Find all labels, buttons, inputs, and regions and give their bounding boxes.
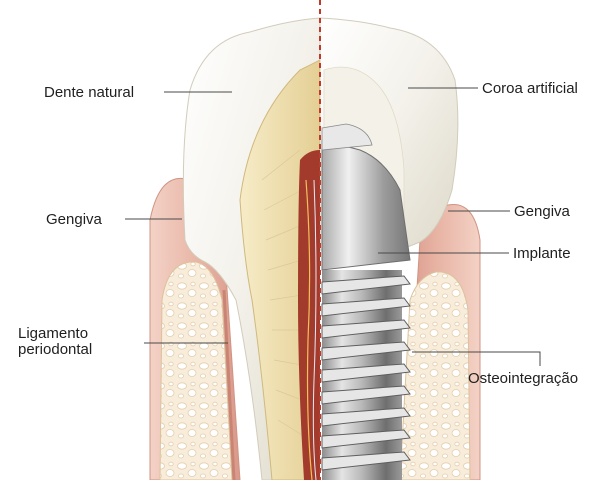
- label-gum-right: Gengiva: [514, 203, 570, 220]
- natural-tooth-side: [150, 18, 320, 480]
- implant-screw: [322, 270, 410, 480]
- label-osseointegration: Osteointegração: [468, 370, 578, 387]
- implant-side: [320, 18, 480, 480]
- label-implant: Implante: [513, 245, 571, 262]
- label-gum-left: Gengiva: [46, 211, 102, 228]
- label-natural-tooth: Dente natural: [44, 84, 134, 101]
- label-periodontal-ligament: Ligamento periodontal: [18, 326, 148, 358]
- right-bone: [400, 272, 470, 480]
- label-artificial-crown: Coroa artificial: [482, 80, 578, 97]
